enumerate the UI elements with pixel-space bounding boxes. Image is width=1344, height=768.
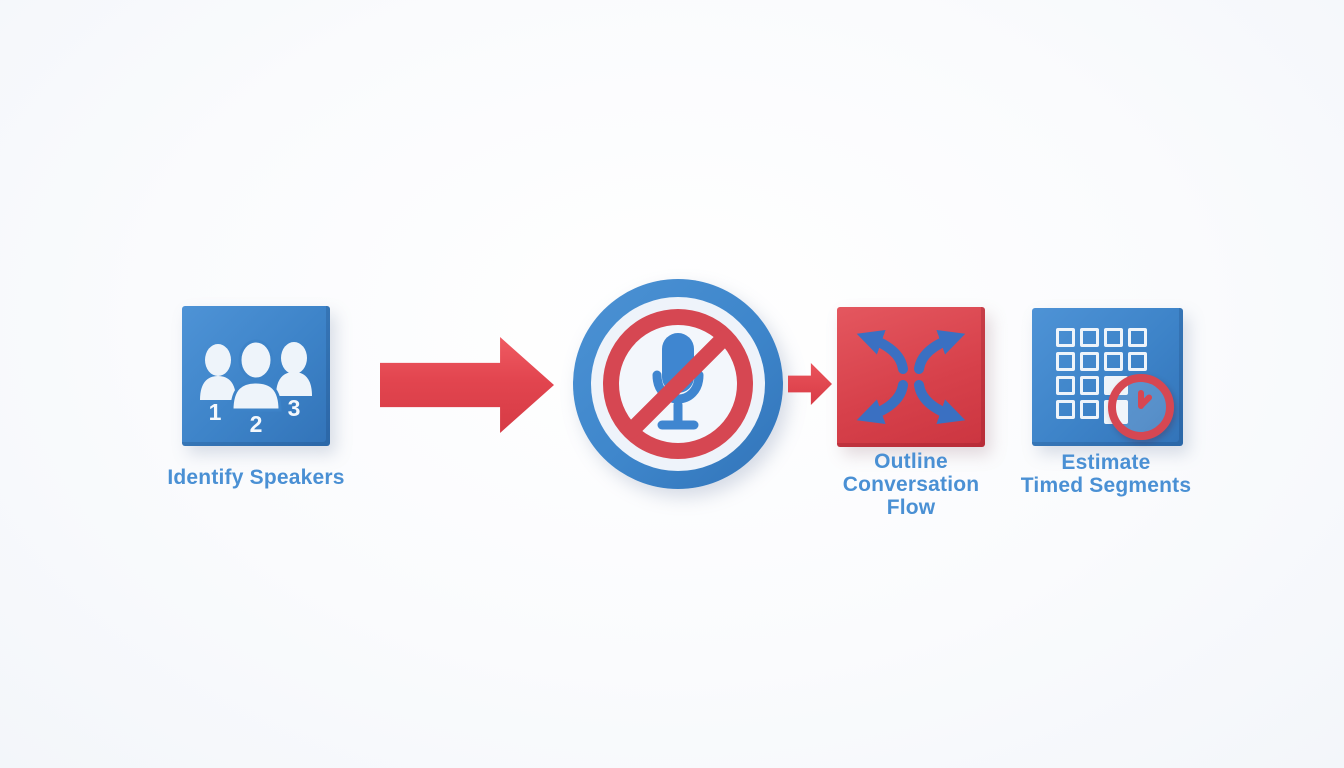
conversation-flow-card — [837, 307, 985, 447]
grid-cell — [1104, 328, 1123, 347]
grid-cell — [1080, 400, 1099, 419]
timed-segments-label-line2: Timed Segments — [1020, 474, 1192, 497]
grid-cell — [1056, 376, 1075, 395]
grid-cell — [1080, 376, 1099, 395]
no-microphone-badge — [573, 279, 783, 489]
group-numbered-icon: 1 2 3 — [200, 339, 312, 437]
grid-cell — [1056, 400, 1075, 419]
conversation-flow-label-line3: Flow — [886, 496, 936, 519]
speaker-number-1: 1 — [209, 399, 222, 425]
grid-cell — [1080, 328, 1099, 347]
speaker-number-3: 3 — [288, 395, 301, 421]
flow-arrow-large-icon — [380, 337, 554, 433]
identify-speakers-card: 1 2 3 — [182, 306, 330, 446]
clock-icon — [1108, 374, 1174, 440]
conversation-flow-label: Outline Conversation Flow — [811, 450, 1011, 519]
timed-segments-label-line1: Estimate — [1061, 451, 1151, 474]
grid-cell — [1128, 352, 1147, 371]
timed-segments-card — [1032, 308, 1183, 446]
conversation-flow-label-line2: Conversation — [842, 473, 980, 496]
flow-arrow-small-icon — [788, 363, 832, 405]
exchange-arrows-icon — [856, 330, 966, 424]
grid-cell — [1080, 352, 1099, 371]
grid-cell — [1104, 352, 1123, 371]
speaker-number-2: 2 — [250, 411, 263, 437]
conversation-flow-label-line1: Outline — [874, 450, 948, 473]
grid-cell — [1056, 352, 1075, 371]
grid-cell — [1056, 328, 1075, 347]
grid-cell — [1128, 328, 1147, 347]
identify-speakers-label: Identify Speakers — [167, 466, 345, 489]
timed-segments-label: Estimate Timed Segments — [996, 451, 1216, 497]
